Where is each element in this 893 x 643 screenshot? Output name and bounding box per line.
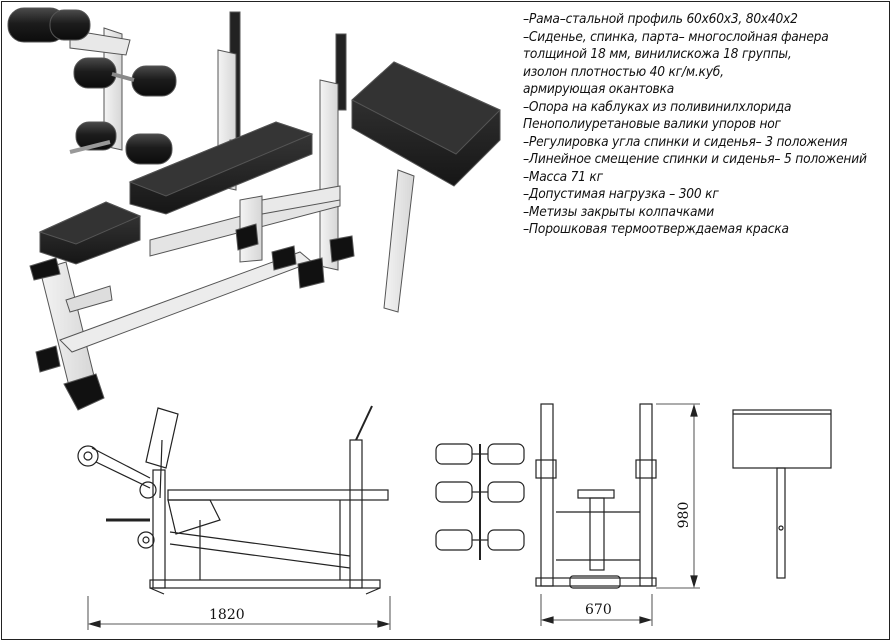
side-view-drawing: [77, 405, 391, 630]
bench-3d-view: [7, 7, 501, 411]
front-view-drawing: [435, 403, 700, 626]
spec-line: –Сиденье, спинка, парта– многослойная фа…: [523, 28, 829, 45]
length-dimension: 1820: [209, 607, 245, 623]
spec-list: –Рама–стальной профиль 60х60х3, 80х40х2 …: [523, 11, 891, 239]
spec-line: –Порошковая термоотверждаемая краска: [523, 221, 789, 237]
spec-line: –Рама–стальной профиль 60х60х3, 80х40х2: [523, 11, 798, 27]
preacher-attachment-drawing: [732, 409, 832, 579]
spec-line: –Линейное смещение спинки и сиденья– 5 п…: [523, 151, 867, 167]
height-dimension: 980: [676, 502, 692, 529]
spec-line: изолон плотностью 40 кг/м.куб,: [523, 63, 724, 80]
spec-line: –Допустимая нагрузка – 300 кг: [523, 186, 719, 202]
spec-line: армирующая окантовка: [523, 81, 675, 97]
spec-line: толщиной 18 мм, винилискожа 18 группы,: [523, 46, 792, 62]
width-dimension: 670: [585, 602, 612, 618]
spec-line: Пенополиуретановые валики упоров ног: [523, 116, 781, 132]
spec-line: –Масса 71 кг: [523, 168, 603, 185]
spec-line: –Опора на каблуках из поливинилхлорида: [523, 98, 792, 115]
spec-line: –Метизы закрыты колпачками: [523, 203, 715, 220]
leg-roller: [73, 57, 117, 89]
spec-line: –Регулировка угла спинки и сиденья– 3 по…: [523, 133, 848, 150]
preacher-post: [383, 169, 415, 313]
